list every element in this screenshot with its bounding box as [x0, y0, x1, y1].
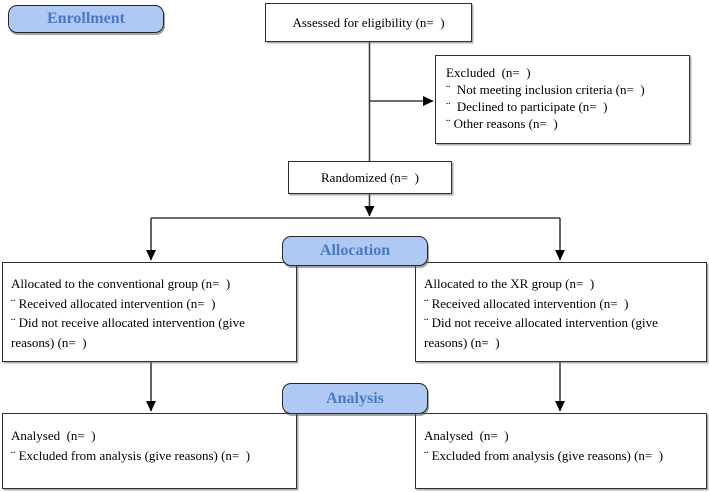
randomized-box: Randomized (n= ) — [288, 161, 452, 194]
allocation-left-item: ¨ Did not receive allocated intervention… — [11, 315, 249, 350]
excluded-box: Excluded (n= ) ¨ Not meeting inclusion c… — [435, 55, 690, 144]
enrollment-stage-label: Enrollment — [8, 5, 164, 33]
allocation-right-title: Allocated to the XR group (n= ) — [424, 276, 595, 291]
analysed-right-box: Analysed (n= ) ¨ Excluded from analysis … — [415, 413, 707, 489]
allocation-right-item: ¨ Did not receive allocated intervention… — [424, 315, 662, 350]
excluded-item: ¨ Other reasons (n= ) — [446, 116, 558, 132]
allocation-right-item: ¨ Received allocated intervention (n= ) — [424, 295, 629, 311]
allocated-xr-group-box: Allocated to the XR group (n= ) ¨ Receiv… — [415, 262, 707, 362]
analysis-right-item: ¨ Excluded from analysis (give reasons) … — [424, 447, 664, 463]
analysis-stage-text: Analysis — [326, 389, 384, 407]
allocation-left-item: ¨ Received allocated intervention (n= ) — [11, 295, 216, 311]
analysis-left-item: ¨ Excluded from analysis (give reasons) … — [11, 447, 251, 463]
randomized-text: Randomized (n= ) — [321, 169, 419, 185]
allocation-stage-label: Allocation — [282, 236, 428, 266]
allocated-conventional-group-box: Allocated to the conventional group (n= … — [2, 262, 297, 362]
enrollment-stage-text: Enrollment — [47, 10, 125, 27]
analysis-left-title: Analysed (n= ) — [11, 428, 96, 443]
allocation-left-title: Allocated to the conventional group (n= … — [11, 276, 231, 291]
excluded-title: Excluded (n= ) — [446, 65, 531, 80]
assessed-for-eligibility-box: Assessed for eligibility (n= ) — [265, 3, 472, 42]
excluded-item: ¨ Declined to participate (n= ) — [446, 99, 608, 115]
analysis-right-title: Analysed (n= ) — [424, 428, 509, 443]
allocation-stage-text: Allocation — [319, 242, 391, 259]
excluded-item: ¨ Not meeting inclusion criteria (n= ) — [446, 82, 645, 98]
analysed-left-box: Analysed (n= ) ¨ Excluded from analysis … — [2, 413, 297, 489]
assessed-text: Assessed for eligibility (n= ) — [292, 14, 445, 30]
analysis-stage-label: Analysis — [282, 383, 428, 414]
